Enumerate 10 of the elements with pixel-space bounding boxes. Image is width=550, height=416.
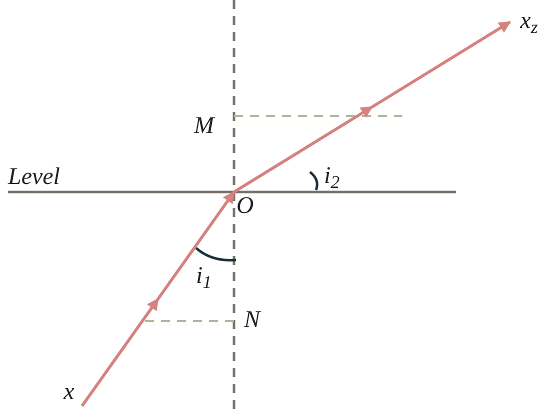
point-label: x (56, 378, 82, 406)
point-label: x$_{z}$ (510, 4, 548, 38)
ray-arrow (80, 191, 236, 407)
point-label: N (244, 308, 260, 332)
point-label: M (194, 114, 214, 138)
angle-label: i$_{2}$ (324, 164, 340, 188)
angle-label: i$_{1}$ (196, 264, 212, 288)
ray-arrow (233, 20, 511, 194)
point-label: O (234, 192, 256, 220)
level-label: Level (8, 165, 60, 189)
